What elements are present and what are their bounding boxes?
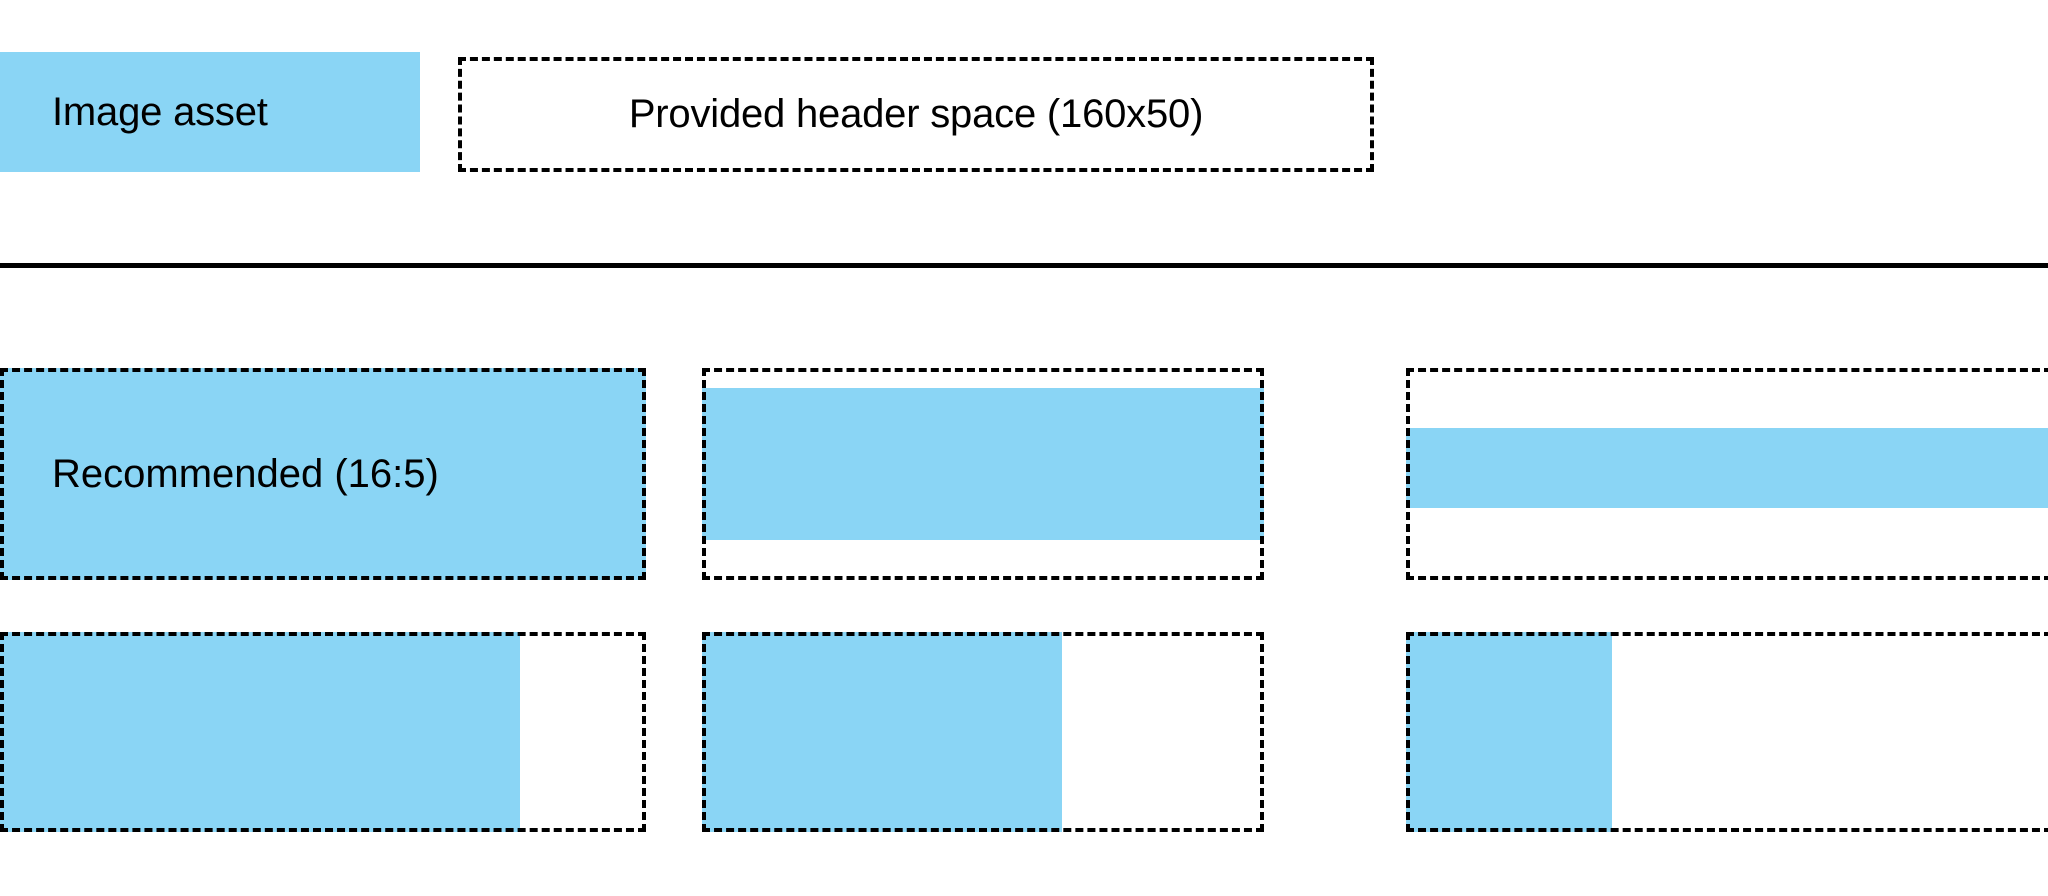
image-asset-swatch — [0, 52, 420, 172]
section-divider — [0, 263, 2048, 268]
ratio-cell-narrow-left-fill — [1406, 632, 2048, 832]
cell-outline — [702, 632, 1264, 832]
cell-outline — [0, 632, 646, 832]
cell-outline — [702, 368, 1264, 580]
cell-fill-swatch — [1406, 632, 1612, 832]
provided-header-space-box — [458, 57, 1374, 172]
cell-fill-swatch — [0, 632, 520, 832]
recommended-ratio-label: Recommended (16:5) — [52, 451, 439, 496]
ratio-cell-shorter-inset — [702, 368, 1264, 580]
cell-fill-swatch — [702, 388, 1264, 540]
cell-outline — [1406, 632, 2048, 832]
ratio-cell-medium-left-fill — [702, 632, 1264, 832]
cell-fill-swatch — [1406, 428, 2048, 508]
ratio-cell-thin-band-inset — [1406, 368, 2048, 580]
cell-outline — [0, 368, 646, 580]
cell-outline — [1406, 368, 2048, 580]
cell-fill-swatch — [702, 632, 1062, 832]
provided-header-space-label: Provided header space (160x50) — [628, 92, 1204, 136]
ratio-cell-recommended-16-5: Recommended (16:5) — [0, 368, 646, 580]
image-asset-label: Image asset — [52, 89, 268, 134]
ratio-cell-wide-left-fill — [0, 632, 646, 832]
cell-fill-swatch — [0, 368, 646, 580]
